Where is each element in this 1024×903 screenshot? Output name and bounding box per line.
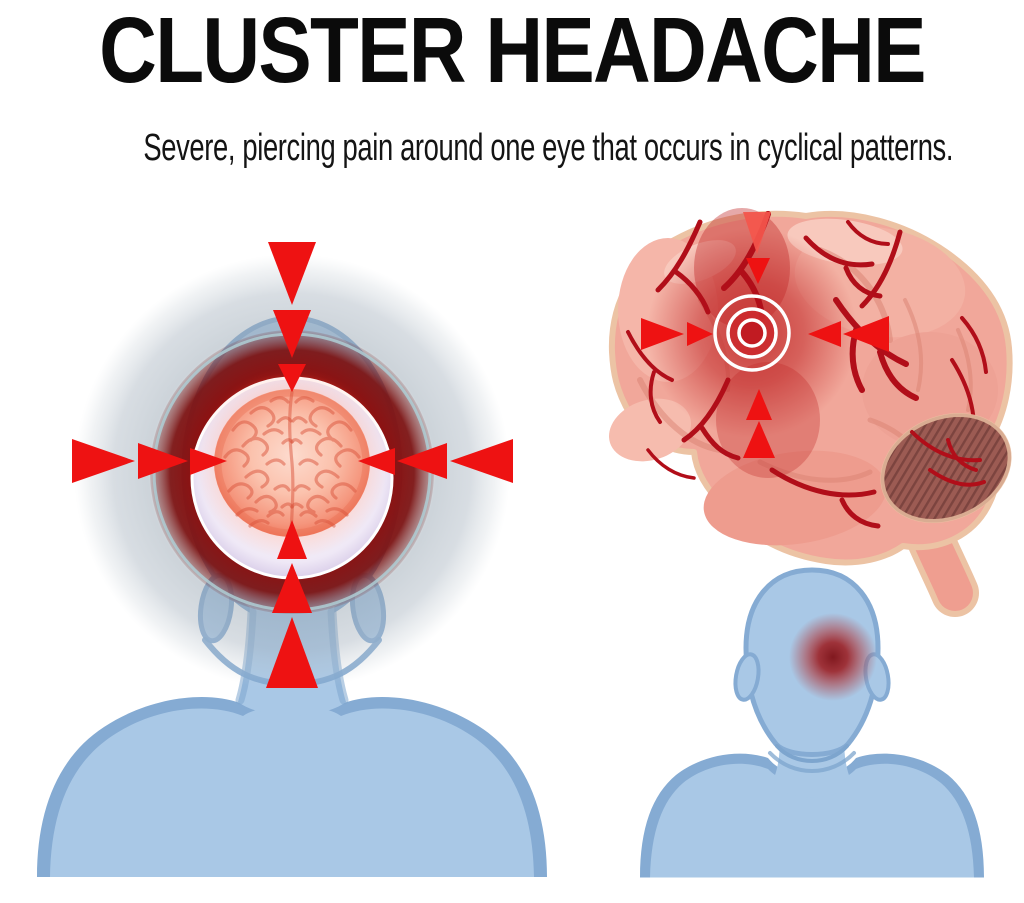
arrow-top-small [278, 364, 306, 392]
arrow-brain-bottom-inner [746, 389, 772, 420]
arrow-brain-bottom-outer [743, 421, 775, 458]
subtitle: Severe, piercing pain around one eye tha… [143, 127, 954, 169]
arrow-brain-right-inner [808, 321, 841, 347]
arrow-brain-left-inner [687, 322, 713, 346]
front-figure-body [640, 753, 984, 878]
rear-brain [214, 389, 370, 537]
arrow-right-large [450, 439, 513, 483]
arrow-right-small [358, 448, 395, 475]
arrow-left-large [72, 439, 135, 483]
front-figure-illustration [640, 567, 984, 878]
arrow-right-medium [397, 443, 447, 479]
arrow-brain-left-outer [641, 318, 684, 350]
front-torso [650, 763, 974, 878]
pain-target-marker [713, 294, 791, 372]
pain-arrows-brain [641, 212, 889, 458]
rear-figure-body [37, 693, 547, 877]
front-left-ear-icon [733, 652, 761, 702]
arrow-brain-top-inner [746, 258, 770, 284]
page-title: CLUSTER HEADACHE [99, 0, 926, 102]
arrow-bottom-medium [272, 563, 312, 613]
front-jaw-crease [775, 744, 849, 763]
pain-arrows-rear [72, 242, 513, 688]
arrow-brain-top-outer [743, 212, 771, 254]
eye-pain-spot [789, 613, 877, 701]
arrow-top-medium [273, 310, 311, 358]
rear-torso [50, 705, 534, 877]
rear-figure-illustration [37, 242, 547, 877]
brain-side-illustration [608, 208, 1013, 617]
brain-fissure [288, 390, 295, 536]
front-chin-shadow [768, 751, 856, 773]
arrow-bottom-small [277, 520, 307, 559]
cerebellum [880, 413, 1012, 523]
arrow-left-small [190, 448, 227, 475]
arrow-top-large [268, 242, 316, 305]
arrow-brain-right-outer [843, 316, 889, 352]
arrow-bottom-large [266, 617, 318, 688]
arrow-left-medium [138, 443, 188, 479]
